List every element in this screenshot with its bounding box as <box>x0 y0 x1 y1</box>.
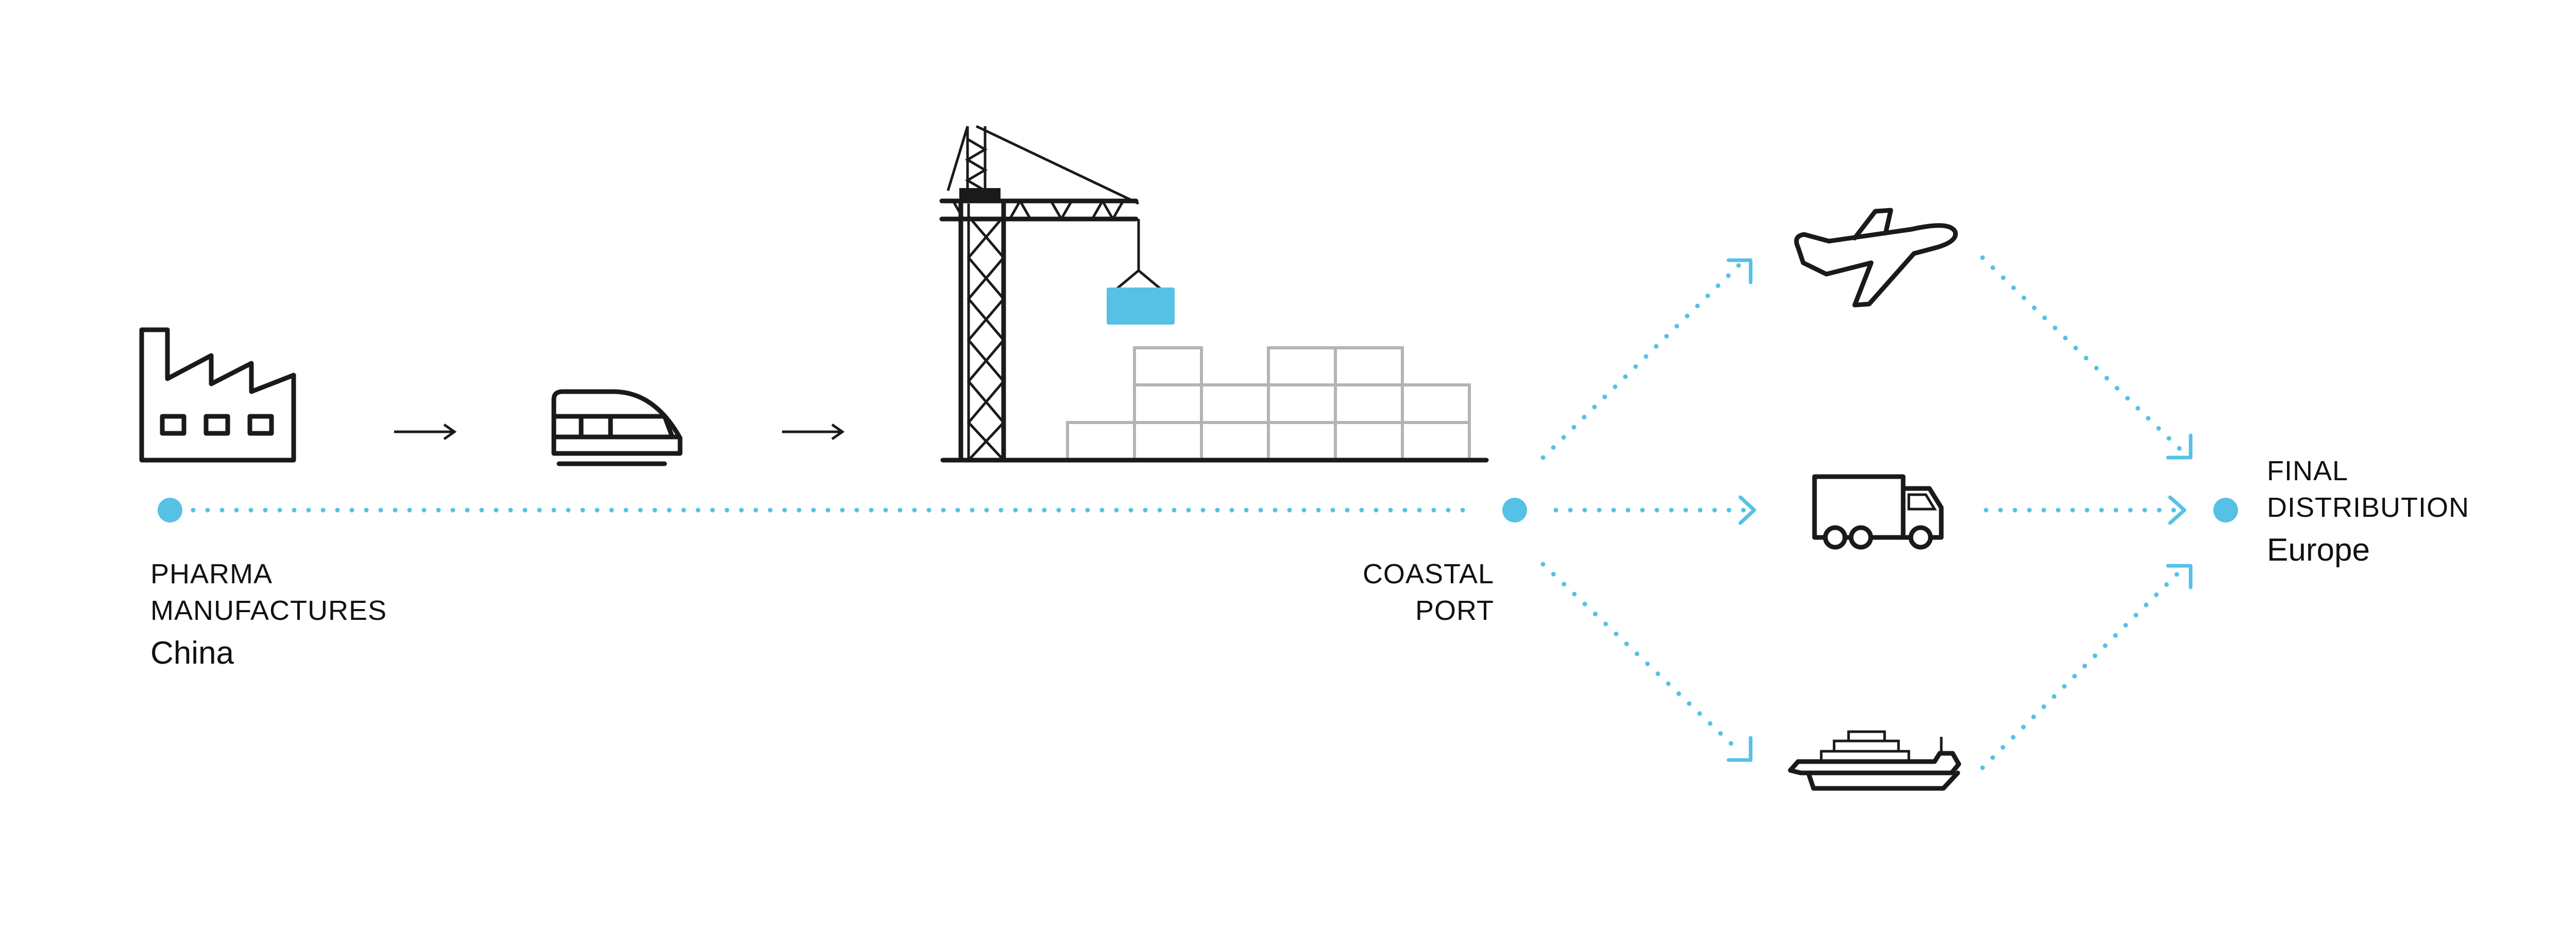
chevron-icon <box>2166 564 2193 589</box>
chevron-icon <box>1726 736 1753 762</box>
chevron-icon <box>1726 258 1753 284</box>
port-dot <box>1502 498 1527 522</box>
chevron-icon <box>2168 495 2187 525</box>
arrow-right-icon <box>394 423 457 441</box>
route-air-destination <box>1980 255 2187 456</box>
container-icon <box>1107 288 1175 325</box>
factory-icon <box>139 327 296 463</box>
train-icon <box>551 389 683 466</box>
ship-icon <box>1788 730 1961 791</box>
origin-subtitle: China <box>150 635 234 671</box>
origin-title-line-1: PHARMA <box>150 559 273 589</box>
destination-title-line-1: FINAL <box>2267 455 2348 486</box>
route-sea-destination <box>1980 564 2187 770</box>
origin-title-line-2: MANUFACTURES <box>150 595 387 626</box>
container-stack <box>1066 346 1471 462</box>
truck-icon <box>1812 474 1944 550</box>
route-port-sea <box>1540 562 1744 756</box>
chevron-icon <box>1738 495 1756 525</box>
port-title-line-2: PORT <box>1415 595 1494 626</box>
port-title-line-1: COASTAL <box>1363 559 1494 589</box>
crane-icon <box>939 125 1161 463</box>
airplane-icon <box>1794 208 1958 308</box>
destination-subtitle: Europe <box>2267 532 2370 568</box>
origin-dot <box>158 498 182 522</box>
destination-dot <box>2213 498 2238 522</box>
route-port-air <box>1540 260 1744 460</box>
destination-title-line-2: DISTRIBUTION <box>2267 492 2469 523</box>
arrow-right-icon <box>782 423 845 441</box>
chevron-icon <box>2166 433 2193 460</box>
